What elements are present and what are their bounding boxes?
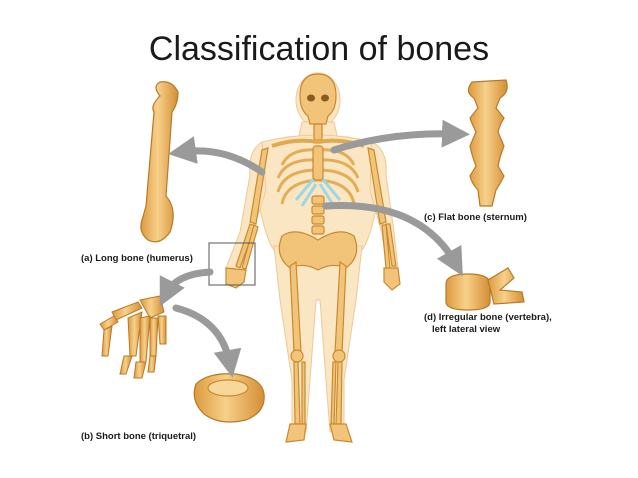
label-irregular-bone-line2: left lateral view (432, 324, 501, 335)
label-irregular-bone-line1: (d) Irregular bone (vertebra), (424, 312, 552, 323)
triquetral-bone (193, 373, 265, 423)
skull (299, 73, 337, 125)
skeleton (225, 73, 401, 443)
label-short-bone: (b) Short bone (triquetral) (81, 431, 197, 442)
vertebra-bone (445, 267, 525, 311)
arrow-to-flat-bone (330, 119, 470, 154)
arrows (159, 119, 470, 378)
slide-title: Classification of bones (148, 30, 490, 68)
arrow-to-hand (159, 268, 214, 307)
humerus-bone (140, 81, 179, 243)
label-long-bone: (a) Long bone (humerus) (81, 253, 193, 264)
label-flat-bone: (c) Flat bone (sternum) (424, 212, 527, 223)
arrow-to-irregular-bone (322, 201, 463, 277)
sternum-bone (467, 79, 508, 207)
arrow-to-short-bone (172, 304, 242, 378)
hand-highlight-box (208, 242, 256, 286)
arrow-to-long-bone (168, 136, 266, 176)
hand-bones (99, 295, 167, 379)
